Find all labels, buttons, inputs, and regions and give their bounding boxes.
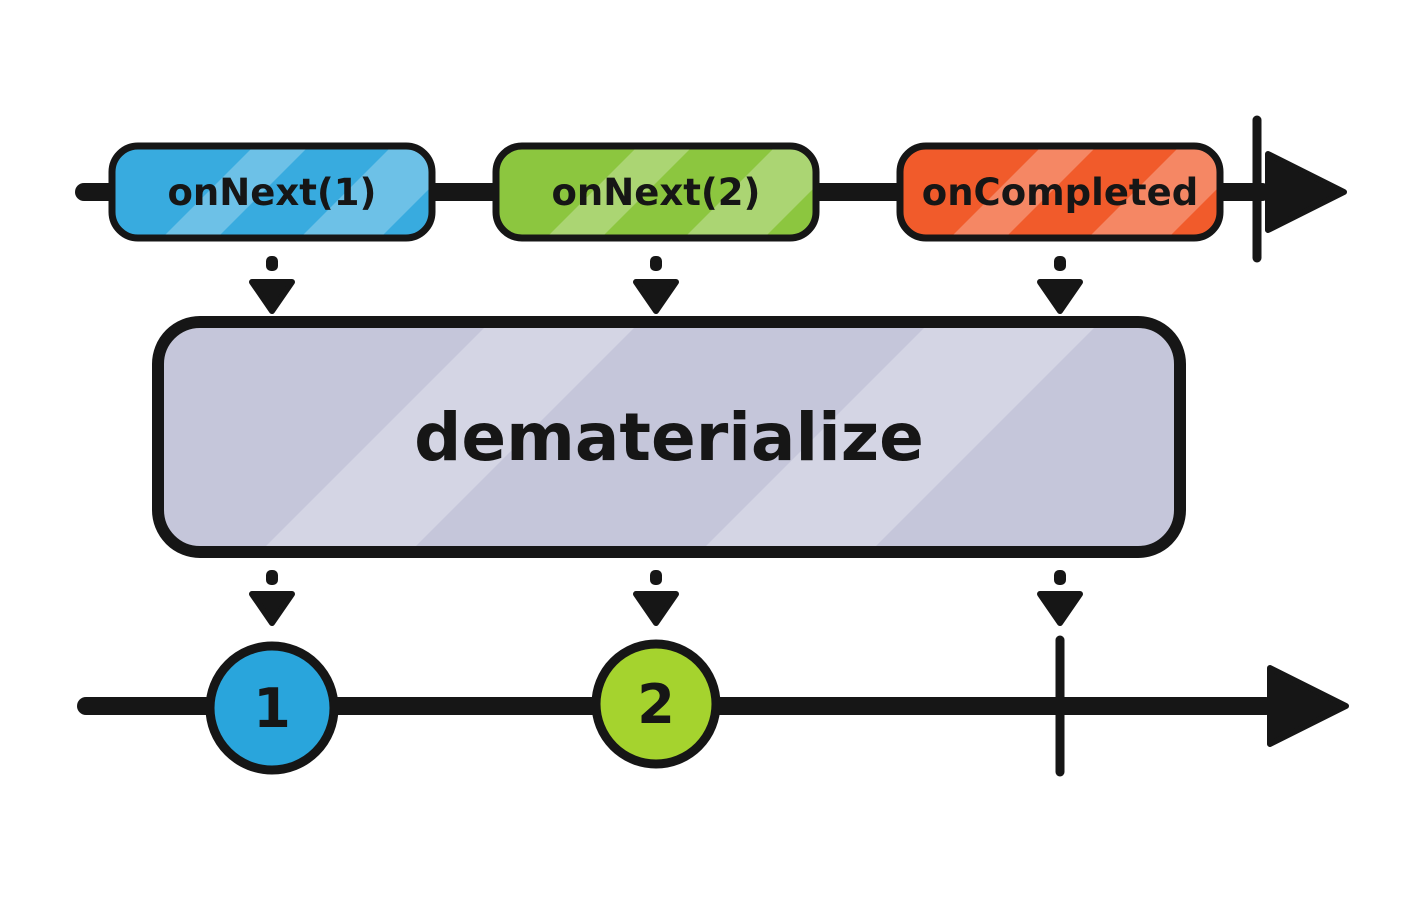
event-label: onNext(1): [168, 171, 377, 214]
arrowhead-down-icon: [633, 591, 679, 626]
marble-circle: [591, 639, 721, 769]
marble-label: 2: [637, 673, 675, 736]
dash-dot: [650, 256, 662, 271]
dash-dot: [266, 570, 278, 585]
operator-box: dematerialize: [152, 316, 1186, 558]
operator-box-gloss: [260, 322, 1100, 552]
event-label: onCompleted: [922, 171, 1198, 214]
dash-dot: [1054, 256, 1066, 271]
arrowhead-right-icon: [1267, 665, 1349, 747]
pill-body: [900, 146, 1220, 238]
input-arrow-3: [1037, 256, 1083, 314]
event-pill-onnext-2: onNext(2): [492, 142, 820, 242]
event-label: onNext(2): [552, 171, 761, 214]
input-arrow-1: [249, 256, 295, 314]
arrowhead-right-icon: [1265, 151, 1347, 233]
dash-dot: [1054, 570, 1066, 585]
pill-outline: [108, 142, 436, 242]
operator-box-body: [158, 322, 1180, 552]
pill-outline: [492, 142, 820, 242]
operator-box-outline: [152, 316, 1186, 558]
marble-1: 1: [205, 641, 339, 775]
dash-dot: [650, 570, 662, 585]
marble-circle: [205, 641, 339, 775]
arrowhead-down-icon: [1037, 279, 1083, 314]
input-arrow-2: [633, 256, 679, 314]
event-pill-onnext-1: onNext(1): [108, 142, 436, 242]
event-pill-oncompleted: onCompleted: [896, 142, 1224, 242]
dash-dot: [266, 256, 278, 271]
output-arrow-3: [1037, 570, 1083, 626]
marble-2: 2: [591, 639, 721, 769]
arrowhead-down-icon: [633, 279, 679, 314]
pill-body: [112, 146, 432, 238]
output-arrow-1: [249, 570, 295, 626]
marble-label: 1: [253, 677, 291, 740]
arrowhead-down-icon: [1037, 591, 1083, 626]
operator-label: dematerialize: [414, 399, 924, 476]
arrowhead-down-icon: [249, 591, 295, 626]
pill-outline: [896, 142, 1224, 242]
arrowhead-down-icon: [249, 279, 295, 314]
output-arrow-2: [633, 570, 679, 626]
pill-body: [496, 146, 816, 238]
